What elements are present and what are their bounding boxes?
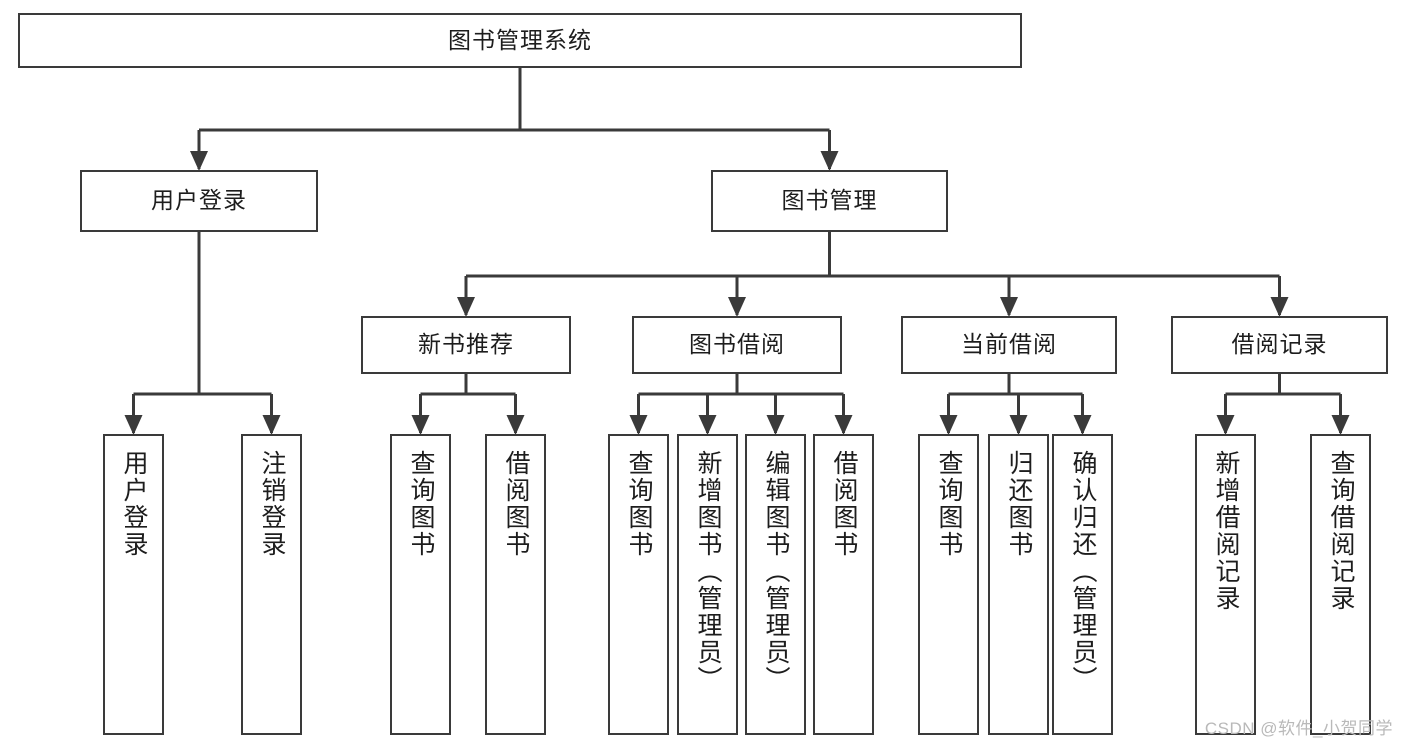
node-label: 当前借阅 bbox=[961, 331, 1057, 358]
arrow-head-icon bbox=[411, 415, 430, 435]
arrow-head-icon bbox=[834, 415, 853, 435]
arrow-head-icon bbox=[262, 415, 281, 435]
node-rec-add[interactable]: 新增借阅记录 bbox=[1195, 434, 1256, 735]
node-label: 借阅记录 bbox=[1231, 331, 1328, 358]
arrow-head-icon bbox=[820, 151, 839, 171]
node-records[interactable]: 借阅记录 bbox=[1171, 316, 1388, 374]
node-bookmgmt[interactable]: 图书管理 bbox=[711, 170, 948, 232]
node-label: 图书管理 bbox=[781, 187, 878, 214]
node-logout-do[interactable]: 注销登录 bbox=[241, 434, 302, 735]
node-bk-edit[interactable]: 编辑图书（管理员） bbox=[745, 434, 806, 735]
node-label: 查询借阅记录 bbox=[1327, 450, 1355, 612]
arrow-head-icon bbox=[698, 415, 717, 435]
node-bk-query[interactable]: 查询图书 bbox=[608, 434, 669, 735]
arrow-head-icon bbox=[124, 415, 143, 435]
node-login[interactable]: 用户登录 bbox=[80, 170, 318, 232]
node-label: 查询图书 bbox=[935, 450, 963, 558]
arrow-head-icon bbox=[1216, 415, 1235, 435]
node-nb-borrow[interactable]: 借阅图书 bbox=[485, 434, 546, 735]
node-label: 借阅图书 bbox=[830, 450, 858, 558]
arrow-head-icon bbox=[629, 415, 648, 435]
node-bk-borrow[interactable]: 借阅图书 bbox=[813, 434, 874, 735]
node-label: 新增图书（管理员） bbox=[694, 450, 722, 693]
node-current[interactable]: 当前借阅 bbox=[901, 316, 1117, 374]
arrow-head-icon bbox=[728, 297, 746, 317]
arrow-head-icon bbox=[457, 297, 475, 317]
arrow-head-icon bbox=[1331, 415, 1350, 435]
arrow-head-icon bbox=[939, 415, 958, 435]
node-root[interactable]: 图书管理系统 bbox=[18, 13, 1022, 68]
node-label: 用户登录 bbox=[120, 450, 148, 558]
node-label: 新书推荐 bbox=[418, 331, 514, 358]
arrow-head-icon bbox=[1000, 297, 1018, 317]
node-cur-confirm[interactable]: 确认归还（管理员） bbox=[1052, 434, 1113, 735]
node-cur-return[interactable]: 归还图书 bbox=[988, 434, 1049, 735]
node-label: 借阅图书 bbox=[502, 450, 530, 558]
node-label: 归还图书 bbox=[1005, 450, 1033, 558]
node-label: 编辑图书（管理员） bbox=[762, 450, 790, 693]
arrow-head-icon bbox=[766, 415, 785, 435]
node-newbook[interactable]: 新书推荐 bbox=[361, 316, 571, 374]
arrow-head-icon bbox=[1073, 415, 1092, 435]
arrow-head-icon bbox=[1270, 297, 1289, 317]
node-label: 新增借阅记录 bbox=[1212, 450, 1240, 612]
node-label: 用户登录 bbox=[151, 187, 247, 214]
node-label: 查询图书 bbox=[407, 450, 435, 558]
node-borrow[interactable]: 图书借阅 bbox=[632, 316, 842, 374]
arrow-head-icon bbox=[506, 415, 525, 435]
node-label: 图书管理系统 bbox=[448, 26, 592, 53]
node-label: 图书借阅 bbox=[689, 331, 785, 358]
node-label: 确认归还（管理员） bbox=[1069, 450, 1097, 693]
node-bk-add[interactable]: 新增图书（管理员） bbox=[677, 434, 738, 735]
node-rec-query[interactable]: 查询借阅记录 bbox=[1310, 434, 1371, 735]
node-label: 注销登录 bbox=[258, 450, 286, 558]
node-cur-query[interactable]: 查询图书 bbox=[918, 434, 979, 735]
node-login-do[interactable]: 用户登录 bbox=[103, 434, 164, 735]
node-label: 查询图书 bbox=[625, 450, 653, 558]
arrow-head-icon bbox=[190, 151, 208, 171]
node-nb-query[interactable]: 查询图书 bbox=[390, 434, 451, 735]
arrow-head-icon bbox=[1009, 415, 1028, 435]
watermark-text: CSDN @软件_小贺同学 bbox=[1204, 719, 1393, 738]
